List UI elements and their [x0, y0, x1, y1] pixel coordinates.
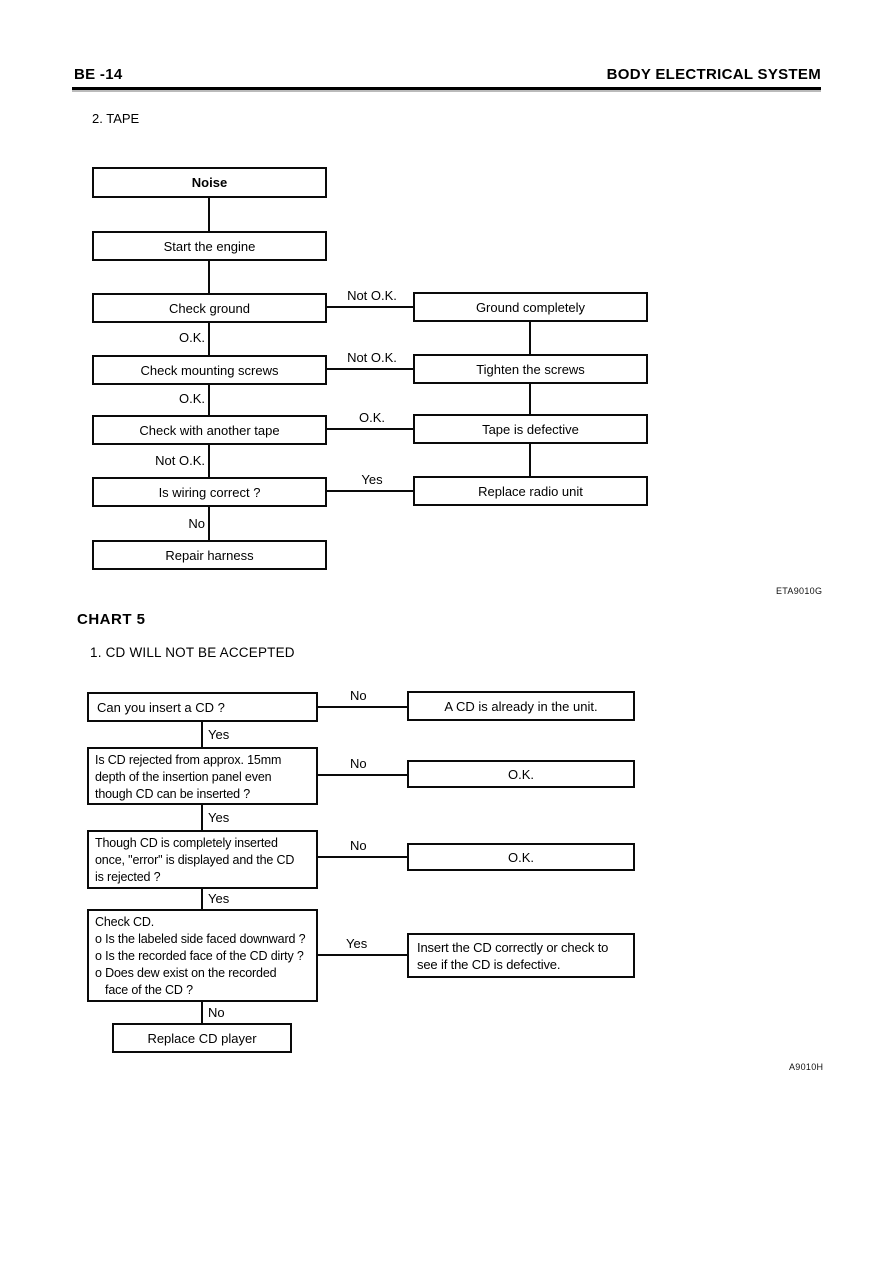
edge-label-q2-yes: Yes: [208, 810, 230, 825]
node-check-mounting-screws: Check mounting screws: [92, 355, 327, 385]
connector-q2-right: [318, 774, 407, 776]
node-rejected-15mm-line3: though CD can be inserted ?: [95, 787, 251, 801]
connector-ground-mounting: [208, 323, 210, 355]
connector-tape-right: [327, 428, 413, 430]
edge-label-q3-no: No: [350, 838, 367, 853]
node-tape-defective: Tape is defective: [413, 414, 648, 444]
node-repair-harness: Repair harness: [92, 540, 327, 570]
connector-tighten-defective: [529, 384, 531, 414]
node-noise: Noise: [92, 167, 327, 198]
connector-start-ground: [208, 261, 210, 293]
node-error-displayed-line2: once, "error" is displayed and the CD: [95, 853, 295, 867]
node-rejected-15mm-line1: Is CD rejected from approx. 15mm: [95, 753, 282, 767]
edge-label-wiring-yes: Yes: [361, 472, 383, 487]
connector-q1-right: [318, 706, 407, 708]
node-error-displayed-line1: Though CD is completely inserted: [95, 836, 278, 850]
page-title: BODY ELECTRICAL SYSTEM: [606, 66, 821, 83]
connector-mounting-right: [327, 368, 413, 370]
node-check-ground: Check ground: [92, 293, 327, 323]
connector-defective-replace: [529, 444, 531, 476]
node-start-engine: Start the engine: [92, 231, 327, 261]
node-check-cd-line3: o Is the recorded face of the CD dirty ?: [95, 949, 304, 963]
connector-q4-right: [318, 954, 407, 956]
edge-label-ground-ok: O.K.: [178, 330, 205, 345]
node-insert-correctly-line2: see if the CD is defective.: [417, 957, 561, 972]
node-insert-correctly-line1: Insert the CD correctly or check to: [417, 940, 609, 955]
edge-label-q1-yes: Yes: [208, 727, 230, 742]
edge-label-mounting-not-ok: Not O.K.: [347, 350, 397, 365]
figure-label-cd: A9010H: [789, 1062, 824, 1072]
connector-tape-wiring: [208, 445, 210, 477]
connector-q4-replace: [201, 1002, 203, 1023]
edge-label-q3-yes: Yes: [208, 891, 230, 906]
header-rule: [72, 87, 821, 92]
connector-q3-right: [318, 856, 407, 858]
node-check-cd: Check CD. o Is the labeled side faced do…: [87, 909, 318, 1002]
edge-label-tape-ok: O.K.: [358, 410, 385, 425]
node-replace-radio-unit: Replace radio unit: [413, 476, 648, 506]
connector-wiring-harness: [208, 507, 210, 540]
node-ok-1: O.K.: [407, 760, 635, 788]
node-check-cd-line1: Check CD.: [95, 915, 155, 929]
node-ground-completely: Ground completely: [413, 292, 648, 322]
edge-label-q1-no: No: [350, 688, 367, 703]
figure-label-tape: ETA9010G: [776, 586, 823, 596]
node-check-cd-line5: face of the CD ?: [105, 983, 193, 997]
edge-label-q4-yes: Yes: [346, 936, 368, 951]
section-heading-tape: 2. TAPE: [92, 111, 140, 126]
connector-q3-q4: [201, 889, 203, 909]
page-number: BE -14: [74, 66, 123, 83]
edge-label-wiring-no: No: [188, 516, 205, 531]
node-ok-2: O.K.: [407, 843, 635, 871]
node-check-cd-line4: o Does dew exist on the recorded: [95, 966, 277, 980]
node-replace-cd-player: Replace CD player: [112, 1023, 292, 1053]
node-error-displayed-line3: is rejected ?: [95, 870, 161, 884]
edge-label-ground-not-ok: Not O.K.: [347, 288, 397, 303]
connector-mounting-tape: [208, 385, 210, 415]
connector-groundcomp-tighten: [529, 322, 531, 354]
section-heading-chart5: CHART 5: [77, 611, 146, 628]
edge-label-tape-not-ok: Not O.K.: [155, 453, 205, 468]
node-tighten-screws: Tighten the screws: [413, 354, 648, 384]
node-cd-already-in-unit: A CD is already in the unit.: [407, 691, 635, 721]
node-can-insert-cd: Can you insert a CD ?: [87, 692, 318, 722]
section-heading-cd: 1. CD WILL NOT BE ACCEPTED: [90, 645, 295, 660]
node-check-another-tape: Check with another tape: [92, 415, 327, 445]
node-rejected-15mm: Is CD rejected from approx. 15mm depth o…: [87, 747, 318, 805]
node-check-cd-line2: o Is the labeled side faced downward ?: [95, 932, 306, 946]
node-error-displayed: Though CD is completely inserted once, "…: [87, 830, 318, 889]
connector-noise-start: [208, 198, 210, 231]
connector-q2-q3: [201, 805, 203, 830]
connector-ground-right: [327, 306, 413, 308]
connector-q1-q2: [201, 722, 203, 747]
edge-label-q4-no: No: [208, 1005, 225, 1020]
node-wiring-correct: Is wiring correct ?: [92, 477, 327, 507]
edge-label-q2-no: No: [350, 756, 367, 771]
edge-label-mounting-ok: O.K.: [178, 391, 205, 406]
connector-wiring-right: [327, 490, 413, 492]
node-insert-correctly: Insert the CD correctly or check to see …: [407, 933, 635, 978]
node-rejected-15mm-line2: depth of the insertion panel even: [95, 770, 272, 784]
